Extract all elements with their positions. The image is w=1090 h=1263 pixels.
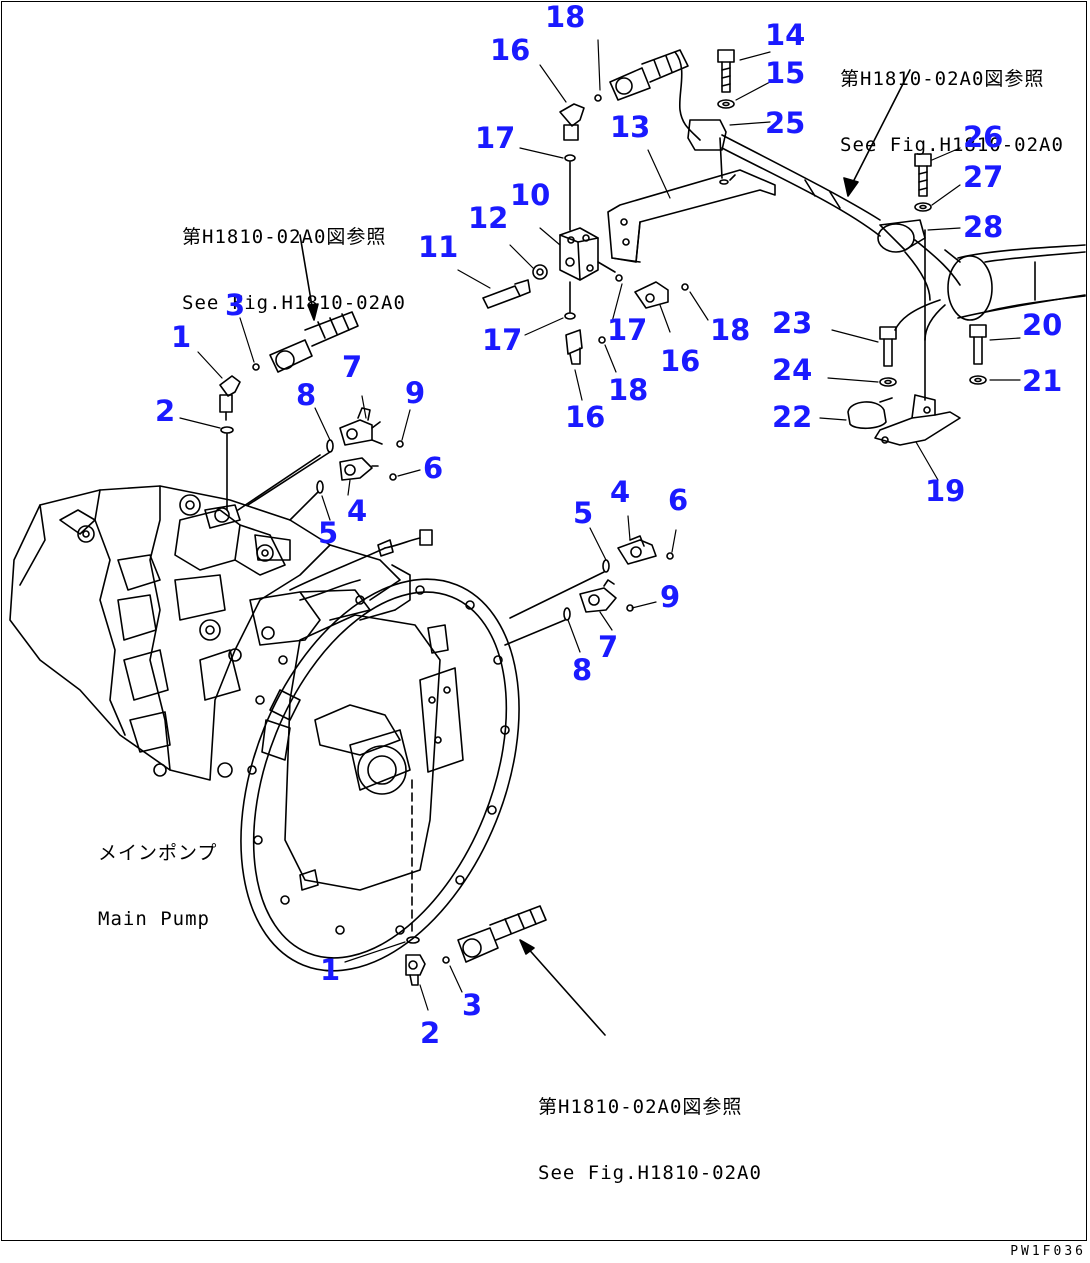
callout-25: 25 <box>765 106 806 140</box>
callout-18: 18 <box>545 0 586 34</box>
bolt-20 <box>969 324 987 385</box>
large-hose-right <box>894 244 1086 341</box>
pump-wire-harness <box>289 529 433 621</box>
callout-15: 15 <box>765 56 806 90</box>
reference-top-left: 第H1810-02A0図参照 See Fig.H1810-02A0 <box>182 182 406 358</box>
callout-27: 27 <box>963 160 1004 194</box>
bolt-26 <box>914 153 932 212</box>
callout-16: 16 <box>565 400 606 434</box>
callout-14: 14 <box>765 18 806 52</box>
reference-top-right: 第H1810-02A0図参照 See Fig.H1810-02A0 <box>840 24 1064 200</box>
ref-leader-bottom <box>524 944 606 1036</box>
figure-code: PW1F036 <box>1010 1244 1086 1259</box>
reference-en: See Fig.H1810-02A0 <box>538 1162 762 1184</box>
callout-13: 13 <box>610 110 651 144</box>
callout-9: 9 <box>405 376 426 410</box>
callout-9: 9 <box>660 580 681 614</box>
upper-hose-route <box>687 119 961 301</box>
callout-26: 26 <box>963 120 1004 154</box>
upper-left-fittings <box>219 311 359 511</box>
callout-21: 21 <box>1022 364 1063 398</box>
callout-18: 18 <box>710 313 751 347</box>
callout-8: 8 <box>296 378 317 412</box>
bolt-23 <box>879 326 897 387</box>
bracket-13 <box>607 169 776 263</box>
callout-6: 6 <box>668 483 689 517</box>
callout-5: 5 <box>573 496 594 530</box>
callout-19: 19 <box>925 474 966 508</box>
callout-11: 11 <box>418 230 459 264</box>
callout-2: 2 <box>420 1016 441 1050</box>
ref-arrow-bottom <box>519 939 535 955</box>
reference-jp: 第H1810-02A0図参照 <box>538 1096 743 1118</box>
callout-leaders <box>179 39 1021 1011</box>
reference-jp: 第H1810-02A0図参照 <box>840 68 1045 90</box>
callout-6: 6 <box>423 451 444 485</box>
callout-3: 3 <box>225 288 246 322</box>
callout-7: 7 <box>342 350 363 384</box>
callout-17: 17 <box>475 121 516 155</box>
callout-17: 17 <box>607 313 648 347</box>
callout-17: 17 <box>482 323 523 357</box>
callout-28: 28 <box>963 210 1004 244</box>
bolt-14 <box>717 49 735 109</box>
callout-23: 23 <box>772 306 813 340</box>
main-pump-label-en: Main Pump <box>98 908 210 930</box>
ref-arrow-top-right <box>843 177 859 197</box>
callout-2: 2 <box>155 394 176 428</box>
callout-1: 1 <box>171 320 192 354</box>
callout-4: 4 <box>610 475 631 509</box>
callout-7: 7 <box>598 630 619 664</box>
main-pump-label-jp: メインポンプ <box>98 842 218 864</box>
ref-arrow-top-left <box>307 303 319 321</box>
main-pump-label: メインポンプ Main Pump <box>98 798 217 974</box>
callout-16: 16 <box>490 33 531 67</box>
callout-22: 22 <box>772 400 813 434</box>
callout-3: 3 <box>462 988 483 1022</box>
bracket-19 <box>874 229 961 446</box>
callout-5: 5 <box>318 516 339 550</box>
valve-block-assembly <box>482 49 701 365</box>
callout-20: 20 <box>1022 308 1063 342</box>
callout-16: 16 <box>660 344 701 378</box>
main-pump-body <box>9 485 401 781</box>
callout-12: 12 <box>468 201 509 235</box>
callout-1: 1 <box>320 953 341 987</box>
callout-10: 10 <box>510 178 551 212</box>
reference-bottom: 第H1810-02A0図参照 See Fig.H1810-02A0 <box>538 1052 762 1228</box>
drawing-frame <box>1 1 1087 1241</box>
flywheel-housing <box>240 578 520 972</box>
right-side-fittings <box>504 535 674 646</box>
reference-en: See Fig.H1810-02A0 <box>182 292 406 314</box>
ref-leader-top-right <box>849 69 911 189</box>
cap-22 <box>847 397 893 430</box>
callout-24: 24 <box>772 353 813 387</box>
reference-jp: 第H1810-02A0図参照 <box>182 226 387 248</box>
callout-4: 4 <box>347 494 368 528</box>
callout-8: 8 <box>572 653 593 687</box>
bottom-fittings <box>405 905 547 986</box>
pump-side-fittings <box>247 407 404 521</box>
pump-top-fitting <box>204 504 291 561</box>
callout-18: 18 <box>608 373 649 407</box>
reference-en: See Fig.H1810-02A0 <box>840 134 1064 156</box>
